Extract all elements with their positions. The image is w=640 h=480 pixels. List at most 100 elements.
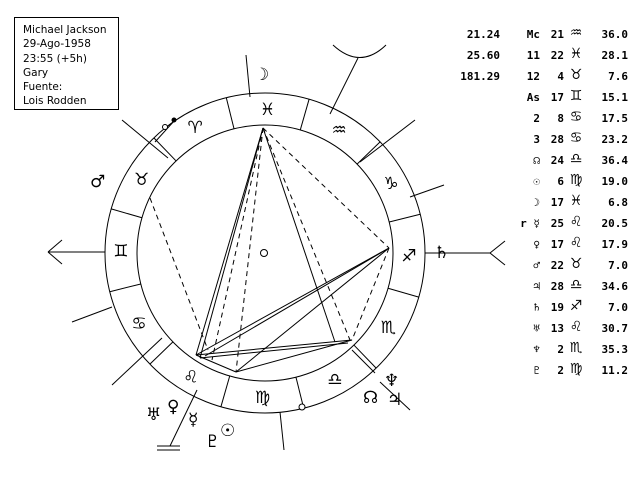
- zodiac-sign-glyph: ♎: [327, 370, 342, 390]
- position-deg: 6: [557, 175, 564, 188]
- position-min: 36.0: [601, 28, 629, 41]
- position-sign: ♌: [569, 319, 583, 335]
- fortune-point: [162, 124, 168, 130]
- position-sign: ♐: [569, 298, 583, 314]
- position-label: ♄: [533, 301, 540, 314]
- position-row: ♆2♏35.3: [450, 340, 640, 364]
- pluto-glyph: ♇: [205, 432, 220, 452]
- position-min: 11.2: [601, 364, 629, 377]
- node-glyph: ☊: [363, 388, 378, 408]
- position-label: ♆: [533, 343, 540, 356]
- cusp-5-line: [279, 411, 285, 451]
- position-deg: 21: [550, 28, 564, 41]
- position-row: ♂22♉7.0: [450, 256, 640, 280]
- position-label: ♂: [533, 259, 540, 272]
- position-deg: 17: [550, 238, 564, 251]
- position-deg: 28: [550, 133, 564, 146]
- extra-value: 181.29: [460, 70, 500, 83]
- zodiac-sign-glyph: ♈: [188, 118, 203, 138]
- position-row: ☽17♓6.8: [450, 193, 640, 217]
- point-marker: [171, 117, 177, 123]
- position-sign: ♏: [569, 340, 583, 356]
- position-deg: 25: [550, 217, 564, 230]
- zodiac-sign-glyph: ♏: [381, 318, 396, 338]
- aspect-line: [351, 247, 390, 341]
- mars-glyph: ♂: [90, 172, 105, 192]
- cusp-line: [121, 119, 169, 159]
- arrow-line: [47, 239, 63, 253]
- position-min: 19.0: [601, 175, 629, 188]
- position-deg: 24: [550, 154, 564, 167]
- position-row: ♅13♌30.7: [450, 319, 640, 343]
- zodiac-sign-glyph: ♓: [260, 100, 275, 120]
- position-deg: 19: [550, 301, 564, 314]
- position-sign: ♒: [569, 25, 583, 41]
- position-deg: 22: [550, 259, 564, 272]
- position-label: 3: [533, 133, 540, 146]
- venus-glyph: ♀: [167, 397, 179, 417]
- position-min: 36.4: [601, 154, 629, 167]
- cusp-11-line: [329, 57, 359, 115]
- fork-line: [489, 252, 506, 266]
- position-sign: ♋: [569, 130, 583, 146]
- saturn-glyph: ♄: [434, 243, 449, 263]
- position-min: 20.5: [601, 217, 629, 230]
- sign-divider: [389, 213, 421, 223]
- position-sign: ♎: [569, 151, 583, 167]
- dashed-aspect-lines: [149, 127, 390, 373]
- position-row: ♇2♍11.2: [450, 361, 640, 385]
- sign-divider: [111, 208, 143, 219]
- position-label: 2: [533, 112, 540, 125]
- position-label: ♅: [533, 322, 540, 335]
- position-min: 35.3: [601, 343, 629, 356]
- position-deg: 4: [557, 70, 564, 83]
- position-min: 17.9: [601, 238, 629, 251]
- aspect-line: [149, 197, 209, 351]
- zodiac-sign-glyph: ♑: [383, 174, 398, 194]
- position-label: ♀: [533, 238, 540, 251]
- zodiac-sign-glyph: ♋: [131, 314, 146, 334]
- inner-circle: [136, 124, 394, 382]
- position-min: 15.1: [601, 91, 629, 104]
- zodiac-sign-glyph: ♌: [183, 367, 198, 387]
- position-label: ♇: [533, 364, 540, 377]
- aspect-line: [199, 342, 349, 359]
- sun-glyph: ☉: [220, 421, 235, 441]
- position-min: 28.1: [601, 49, 629, 62]
- birth-date: 29-Ago-1958: [23, 38, 91, 51]
- position-min: 7.6: [608, 70, 628, 83]
- zodiac-sign-glyph: ♒: [332, 121, 347, 141]
- aspect-line: [195, 127, 264, 356]
- birth-time: 23:55 (+5h): [23, 52, 87, 65]
- position-row: ♃28♎34.6: [450, 277, 640, 301]
- position-min: 17.5: [601, 112, 629, 125]
- aspect-line: [262, 127, 336, 343]
- aspect-line: [195, 354, 237, 373]
- aspect-line: [262, 127, 351, 341]
- house-cusps: [47, 44, 506, 451]
- position-row: r ☿25♌20.5: [450, 214, 640, 238]
- arrow-line: [47, 251, 63, 265]
- zodiac-sign-glyph: ♉: [134, 170, 149, 190]
- zodiac-sign-glyph: ♍: [255, 388, 270, 408]
- aspect-line: [235, 127, 264, 373]
- sign-divider: [225, 97, 235, 129]
- position-deg: 17: [550, 91, 564, 104]
- position-min: 7.0: [608, 301, 628, 314]
- position-label: ♃: [533, 280, 540, 293]
- sign-divider: [356, 141, 381, 165]
- chart-info-box: Michael Jackson 29-Ago-1958 23:55 (+5h) …: [14, 17, 119, 110]
- position-sign: ♉: [569, 256, 583, 272]
- cusp-line: [409, 184, 445, 198]
- sign-divider: [387, 287, 419, 298]
- position-label: ☽: [533, 196, 540, 209]
- mc-arc-marker: [332, 44, 387, 58]
- center-point: [260, 249, 268, 257]
- mc-axis-line: [245, 54, 251, 98]
- position-label: 11: [526, 49, 540, 62]
- position-row: ☊24♎36.4: [450, 151, 640, 175]
